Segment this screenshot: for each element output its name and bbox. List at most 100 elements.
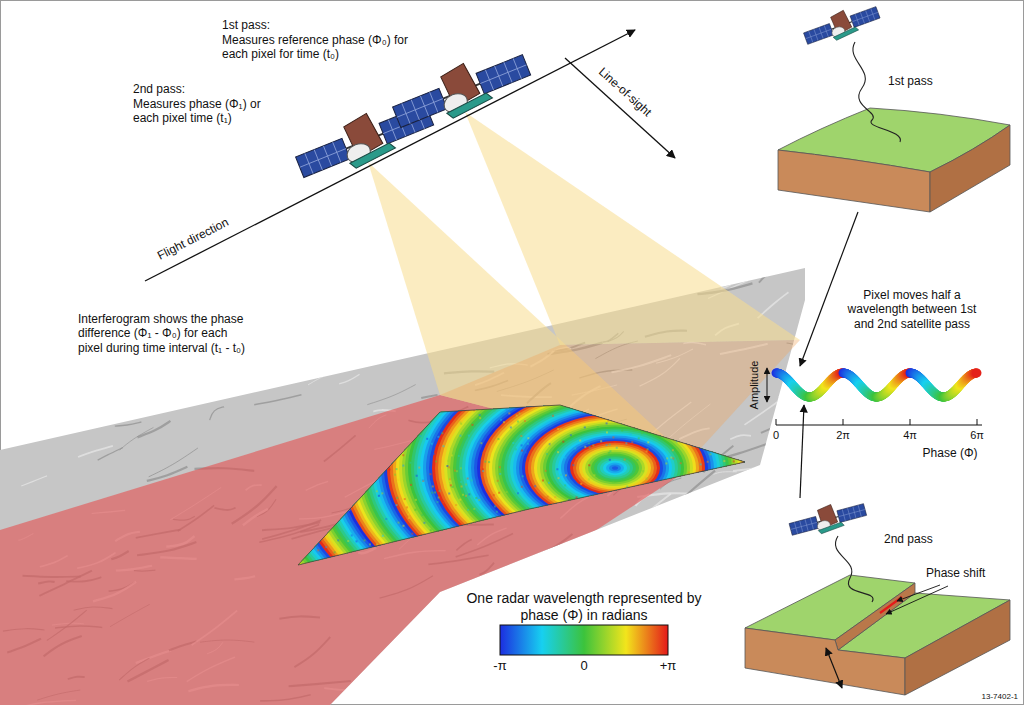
solar-panel bbox=[476, 55, 531, 94]
phase-noise bbox=[389, 552, 391, 554]
phase-noise bbox=[709, 416, 711, 418]
phase-noise bbox=[431, 492, 433, 494]
phase-noise bbox=[628, 532, 630, 534]
phase-noise bbox=[404, 498, 406, 500]
phase-noise bbox=[672, 457, 674, 459]
phase-fringe bbox=[555, 432, 675, 504]
phase-noise bbox=[709, 453, 711, 455]
terrain-ridge bbox=[49, 381, 73, 397]
solar-panel bbox=[789, 516, 819, 535]
phase-noise bbox=[447, 460, 449, 462]
phase-fringe bbox=[387, 331, 843, 605]
phase-noise bbox=[563, 520, 565, 522]
phase-fringe bbox=[408, 344, 822, 592]
phase-fringe bbox=[546, 427, 684, 510]
phase-noise bbox=[415, 499, 417, 501]
terrain-ridge bbox=[734, 678, 762, 694]
interferogram-outline bbox=[298, 405, 745, 565]
terrain-ridge bbox=[41, 360, 84, 365]
phase-noise bbox=[564, 484, 566, 486]
phase-fringe bbox=[294, 275, 936, 660]
terrain-ridge bbox=[759, 270, 780, 283]
phase-noise bbox=[558, 477, 560, 479]
phase-noise bbox=[532, 556, 534, 558]
phase-noise bbox=[302, 553, 304, 555]
solar-panel bbox=[850, 7, 880, 28]
phase-fringe bbox=[309, 284, 921, 651]
terrain-ridge bbox=[493, 265, 526, 269]
phase-shift-mark bbox=[880, 597, 902, 613]
phase-noise bbox=[506, 558, 508, 560]
phase-fringe bbox=[600, 459, 630, 477]
phase-noise bbox=[437, 501, 439, 503]
terrain-ridge bbox=[751, 486, 794, 489]
phase-fringe bbox=[585, 450, 645, 486]
phase-noise bbox=[304, 459, 306, 461]
phase-noise bbox=[732, 562, 734, 564]
phase-noise bbox=[365, 484, 367, 486]
phase-noise bbox=[402, 525, 404, 527]
phase-noise bbox=[681, 493, 683, 495]
phase-noise bbox=[351, 534, 353, 536]
panel-label: 1st pass bbox=[888, 74, 933, 88]
terrain-ridge bbox=[714, 676, 741, 679]
phase-noise bbox=[402, 465, 404, 467]
phase-noise bbox=[680, 492, 682, 494]
phase-noise bbox=[732, 451, 734, 453]
phase-noise bbox=[422, 480, 424, 482]
phase-fringe bbox=[612, 466, 618, 470]
phase-fringe bbox=[462, 376, 768, 560]
phase-fringe bbox=[564, 437, 666, 498]
phase-fringe bbox=[519, 410, 711, 525]
phase-noise bbox=[670, 564, 672, 566]
phase-fringe bbox=[447, 367, 783, 569]
phase-noise bbox=[369, 543, 371, 545]
phase-fringe bbox=[540, 423, 690, 513]
terrain-ridge bbox=[634, 563, 691, 583]
terrain-ridge bbox=[115, 422, 142, 426]
phase-noise bbox=[594, 560, 596, 562]
phase-noise bbox=[316, 441, 318, 443]
phase-noise bbox=[694, 443, 696, 445]
terrain-ridge bbox=[713, 472, 736, 475]
phase-noise bbox=[521, 450, 523, 452]
phase-fringe bbox=[336, 301, 894, 636]
phase-noise bbox=[478, 499, 480, 501]
phase-fringe bbox=[306, 283, 924, 654]
phase-noise bbox=[724, 484, 726, 486]
phase-noise bbox=[348, 461, 350, 463]
phase-fringe bbox=[465, 378, 765, 558]
terrain-ridge bbox=[787, 480, 821, 489]
phase-noise bbox=[560, 474, 562, 476]
phase-noise bbox=[319, 454, 321, 456]
phase-noise bbox=[516, 415, 518, 417]
phase-fringe bbox=[609, 464, 621, 471]
phase-noise bbox=[438, 496, 440, 498]
phase-noise bbox=[316, 471, 318, 473]
terrain-ridge bbox=[402, 653, 422, 661]
panel-grid bbox=[852, 12, 878, 21]
phase-noise bbox=[513, 542, 515, 544]
phase-noise bbox=[310, 478, 312, 480]
phase-noise bbox=[593, 474, 595, 476]
phase-noise bbox=[404, 560, 406, 562]
phase-noise bbox=[629, 506, 631, 508]
phase-fringe bbox=[603, 461, 627, 475]
phase-noise bbox=[335, 474, 337, 476]
phase-fringe bbox=[507, 403, 723, 533]
wave-segment bbox=[969, 369, 979, 378]
phase-noise bbox=[656, 463, 658, 465]
terrain-ridge bbox=[688, 546, 708, 557]
phase-noise bbox=[655, 520, 657, 522]
phase-noise bbox=[308, 487, 310, 489]
phase-noise bbox=[703, 534, 705, 536]
terrain-ridge bbox=[533, 667, 583, 696]
phase-noise bbox=[637, 487, 639, 489]
phase-noise bbox=[377, 423, 379, 425]
axis-label: Line-of-sight bbox=[596, 65, 655, 120]
phase-noise bbox=[587, 564, 589, 566]
callout-label: Phase shift bbox=[926, 566, 985, 580]
phase-noise bbox=[680, 438, 682, 440]
phase-fringe bbox=[366, 319, 864, 618]
terrain-ridge bbox=[273, 249, 321, 260]
